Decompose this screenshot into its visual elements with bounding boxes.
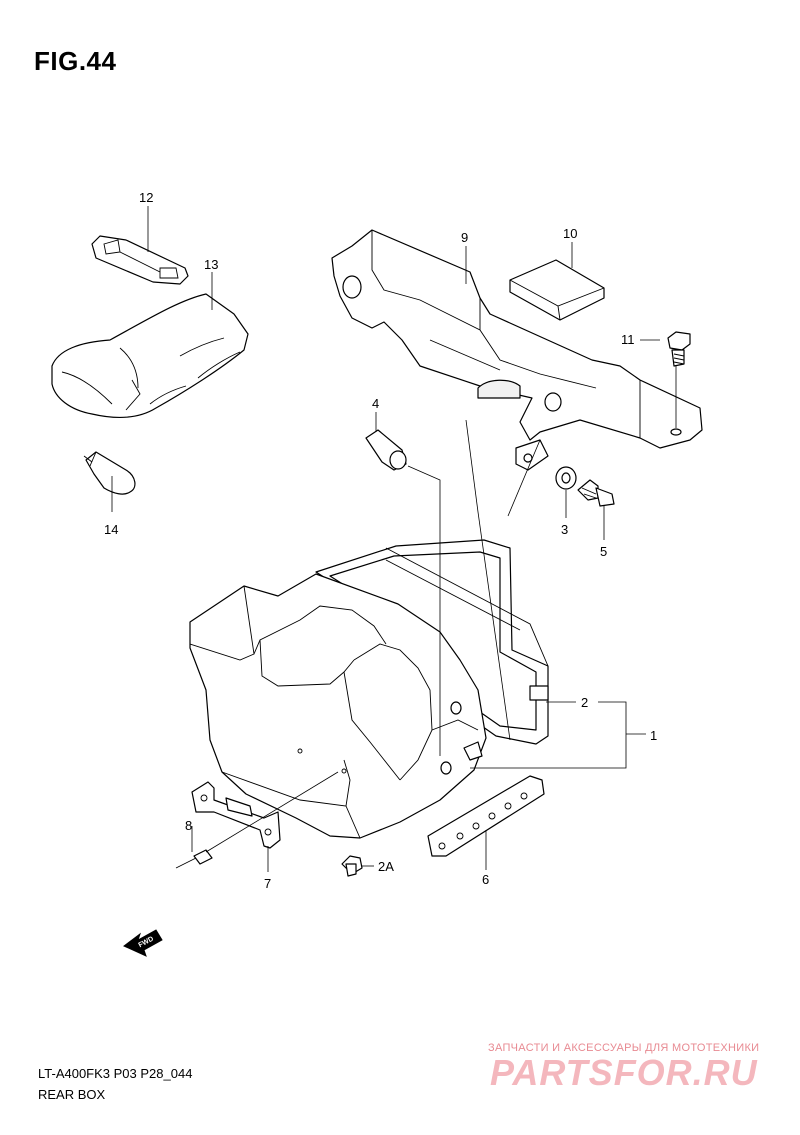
callout-2: 2 xyxy=(581,695,588,710)
fwd-arrow-icon: FWD xyxy=(123,929,163,957)
callout-6: 6 xyxy=(482,872,489,887)
callout-8: 8 xyxy=(185,818,192,833)
callout-2a: 2A xyxy=(378,859,394,874)
part-3-washer[interactable] xyxy=(555,466,577,490)
callout-9: 9 xyxy=(461,230,468,245)
callout-14: 14 xyxy=(104,522,118,537)
part-9-bracket[interactable] xyxy=(331,229,703,471)
part-13-cover[interactable] xyxy=(51,293,249,418)
part-11-bolt[interactable] xyxy=(667,331,691,367)
callout-7: 7 xyxy=(264,876,271,891)
callout-1: 1 xyxy=(650,728,657,743)
part-12-strap[interactable] xyxy=(91,235,189,285)
callout-12: 12 xyxy=(139,190,153,205)
part-7-bracket[interactable] xyxy=(191,781,281,849)
part-1-rear-box[interactable] xyxy=(189,573,487,839)
callout-13: 13 xyxy=(204,257,218,272)
callout-11: 11 xyxy=(621,332,635,347)
part-2a-bolt[interactable] xyxy=(341,855,363,877)
part-10-pad[interactable] xyxy=(509,259,605,321)
part-5-bolt[interactable] xyxy=(577,479,615,507)
part-8-rivet[interactable] xyxy=(175,849,213,869)
callout-5: 5 xyxy=(600,544,607,559)
figure-title: FIG.44 xyxy=(34,46,117,76)
leader-lines xyxy=(111,206,677,872)
figure-code: LT-A400FK3 P03 P28_044 xyxy=(38,1066,193,1081)
callouts: 12 13 14 9 10 11 4 3 5 2 1 8 7 2A 6 xyxy=(104,190,657,891)
watermark-logo: PARTSFOR.RU xyxy=(490,1052,758,1093)
callout-10: 10 xyxy=(563,226,577,241)
callout-3: 3 xyxy=(561,522,568,537)
part-14-plug[interactable] xyxy=(83,451,136,495)
watermark-tagline: ЗАПЧАСТИ И АКСЕССУАРЫ ДЛЯ МОТОТЕХНИКИ xyxy=(488,1042,760,1054)
part-6-bar[interactable] xyxy=(427,775,545,857)
part-4-collar[interactable] xyxy=(365,429,407,471)
callout-4: 4 xyxy=(372,396,379,411)
figure-name: REAR BOX xyxy=(38,1087,106,1102)
